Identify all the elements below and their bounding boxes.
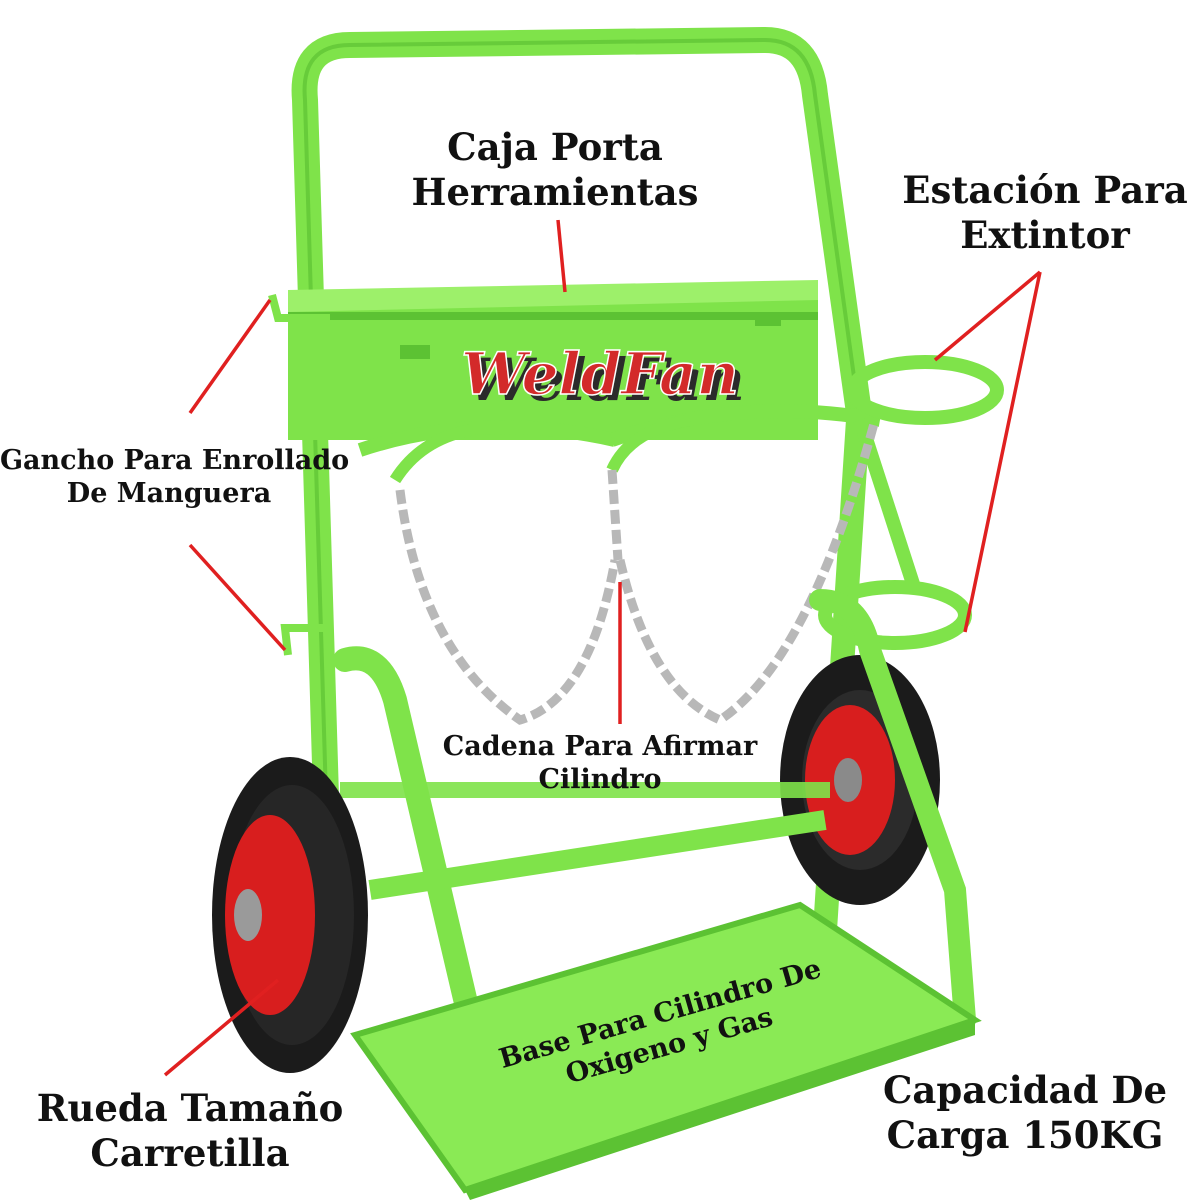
- label-wheel-line2: Carretilla: [90, 1131, 290, 1176]
- label-chain-line2: Cilindro: [538, 763, 662, 795]
- label-tool-box: Caja Porta Herramientas: [400, 125, 710, 215]
- label-wheel-line1: Rueda Tamaño: [36, 1086, 344, 1130]
- left-wheel: [212, 757, 368, 1073]
- label-load-capacity-line1: Capacidad De: [882, 1068, 1168, 1112]
- hose-hook-bottom: [280, 624, 330, 656]
- handle-frame-shade: [302, 37, 862, 931]
- label-hose-hook: Gancho Para Enrollado De Manguera: [0, 445, 350, 511]
- logo-main-text: WeldFan: [461, 340, 739, 408]
- label-load-capacity: Capacidad De Carga 150KG: [875, 1068, 1175, 1158]
- hose-hook-top: [268, 293, 330, 322]
- chain-left: [395, 489, 620, 725]
- label-hose-hook-line2: De Manguera: [66, 477, 272, 509]
- extinguisher-ring-top: [846, 355, 1004, 425]
- front-left-arm: [333, 646, 482, 1032]
- chain-right: [615, 418, 880, 726]
- label-chain: Cadena Para Afirmar Cilindro: [430, 731, 770, 797]
- label-extinguisher-station-line2: Extintor: [960, 213, 1130, 258]
- label-extinguisher-station-line1: Estación Para: [902, 168, 1188, 212]
- label-extinguisher-station: Estación Para Extintor: [895, 168, 1195, 258]
- label-chain-line1: Cadena Para Afirmar: [442, 731, 758, 762]
- label-hose-hook-line1: Gancho Para Enrollado: [0, 445, 350, 476]
- cylinder-ring-left: [357, 420, 617, 457]
- logo-shadow-text: WeldFan: [467, 346, 745, 414]
- label-load-capacity-line2: Carga 150KG: [886, 1113, 1164, 1158]
- label-tool-box-line2: Herramientas: [411, 170, 699, 215]
- label-tool-box-line1: Caja Porta: [447, 125, 663, 169]
- pointer-lines: [163, 219, 1042, 1077]
- extinguisher-ring-bottom: [818, 580, 972, 650]
- front-right-arm: [809, 589, 976, 1031]
- label-wheel: Rueda Tamaño Carretilla: [25, 1086, 355, 1176]
- weldfan-logo: WeldFan WeldFan: [460, 339, 745, 414]
